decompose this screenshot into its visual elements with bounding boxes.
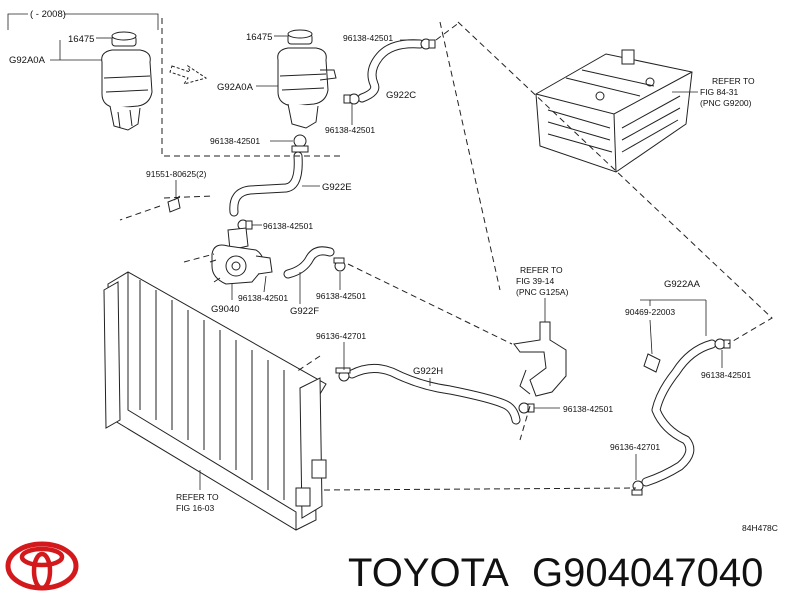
date-range-bracket: ( - 2008) (7, 9, 159, 30)
date-range-label: ( - 2008) (30, 9, 66, 20)
ref-cooler-line-1: REFER TO (520, 265, 563, 275)
supersession-arrow (169, 64, 208, 85)
bolt (167, 195, 181, 213)
clamp-h2 (518, 402, 535, 414)
dashed-boundaries (119, 18, 773, 491)
hose-aa-label: G922AA (664, 279, 701, 290)
inverter-assembly (535, 49, 693, 173)
cap-a-label: 16475 (68, 34, 94, 45)
hose-g922aa (641, 339, 717, 487)
ref-inverter-line-1: REFER TO (712, 76, 755, 86)
clamp-f-label: 96138-42501 (316, 291, 366, 301)
radiator-ref: REFER TO FIG 16-03 (176, 470, 219, 513)
clamp-tank (291, 134, 309, 153)
hose-g922e (229, 151, 303, 217)
clamp-c2 (343, 93, 360, 105)
clamp-e (237, 219, 253, 231)
bolt-label: 91551-80625(2) (146, 169, 207, 179)
hose-g922h (347, 364, 521, 425)
clip-aa (643, 353, 661, 373)
pump-label: G9040 (211, 304, 240, 315)
brand-name: TOYOTA (348, 551, 509, 595)
ref-inverter-line-3: (PNC G9200) (700, 98, 752, 108)
figure-code: 84H478C (742, 523, 778, 533)
clamp-pump-label: 96138-42501 (238, 293, 288, 303)
hose-e-label: G922E (322, 182, 352, 193)
cap-b-label: 16475 (246, 32, 272, 43)
hose-g922c (357, 39, 425, 103)
toyota-logo (5, 541, 79, 591)
ref-cooler-line-2: FIG 39-14 (516, 276, 555, 286)
tank-a-label: G92A0A (9, 55, 46, 66)
hose-f-label: G922F (290, 306, 319, 317)
reservoir-tank-b (277, 29, 337, 129)
clamp-tank-label: 96138-42501 (210, 136, 260, 146)
clamp-top (420, 38, 436, 50)
clamp-top-label: 96138-42501 (343, 33, 393, 43)
hose-h-label: G922H (413, 366, 443, 377)
clamp-h (335, 367, 351, 382)
clamp-aa2-label: 96136-42701 (610, 442, 660, 452)
clamp-aa (714, 338, 731, 350)
cooler-pipe (513, 321, 567, 397)
ref-cooler-line-3: (PNC G125A) (516, 287, 569, 297)
ref-inverter-line-2: FIG 84-31 (700, 87, 739, 97)
clamp-h2-label: 96138-42501 (563, 404, 613, 414)
ref-radiator-line-2: FIG 16-03 (176, 503, 215, 513)
hose-g922f (283, 246, 335, 279)
tank-b-label: G92A0A (217, 82, 254, 93)
reservoir-tank-a (101, 31, 153, 131)
clamp-f (333, 257, 346, 272)
clamp-aa2 (631, 480, 644, 496)
clip-aa-label: 90469-22003 (625, 307, 675, 317)
part-number: G904047040 (532, 551, 763, 595)
inverter-ref: REFER TO FIG 84-31 (PNC G9200) (672, 76, 755, 108)
hose-c-label: G922C (386, 90, 416, 101)
clamp-c2-label: 96138-42501 (325, 125, 375, 135)
ref-radiator-line-1: REFER TO (176, 492, 219, 502)
cooler-ref: REFER TO FIG 39-14 (PNC G125A) (516, 265, 569, 322)
clamp-h-label: 96136-42701 (316, 331, 366, 341)
water-pump (209, 227, 273, 285)
clamp-e-label: 96138-42501 (263, 221, 313, 231)
clamp-aa-label: 96138-42501 (701, 370, 751, 380)
radiator (103, 271, 327, 531)
